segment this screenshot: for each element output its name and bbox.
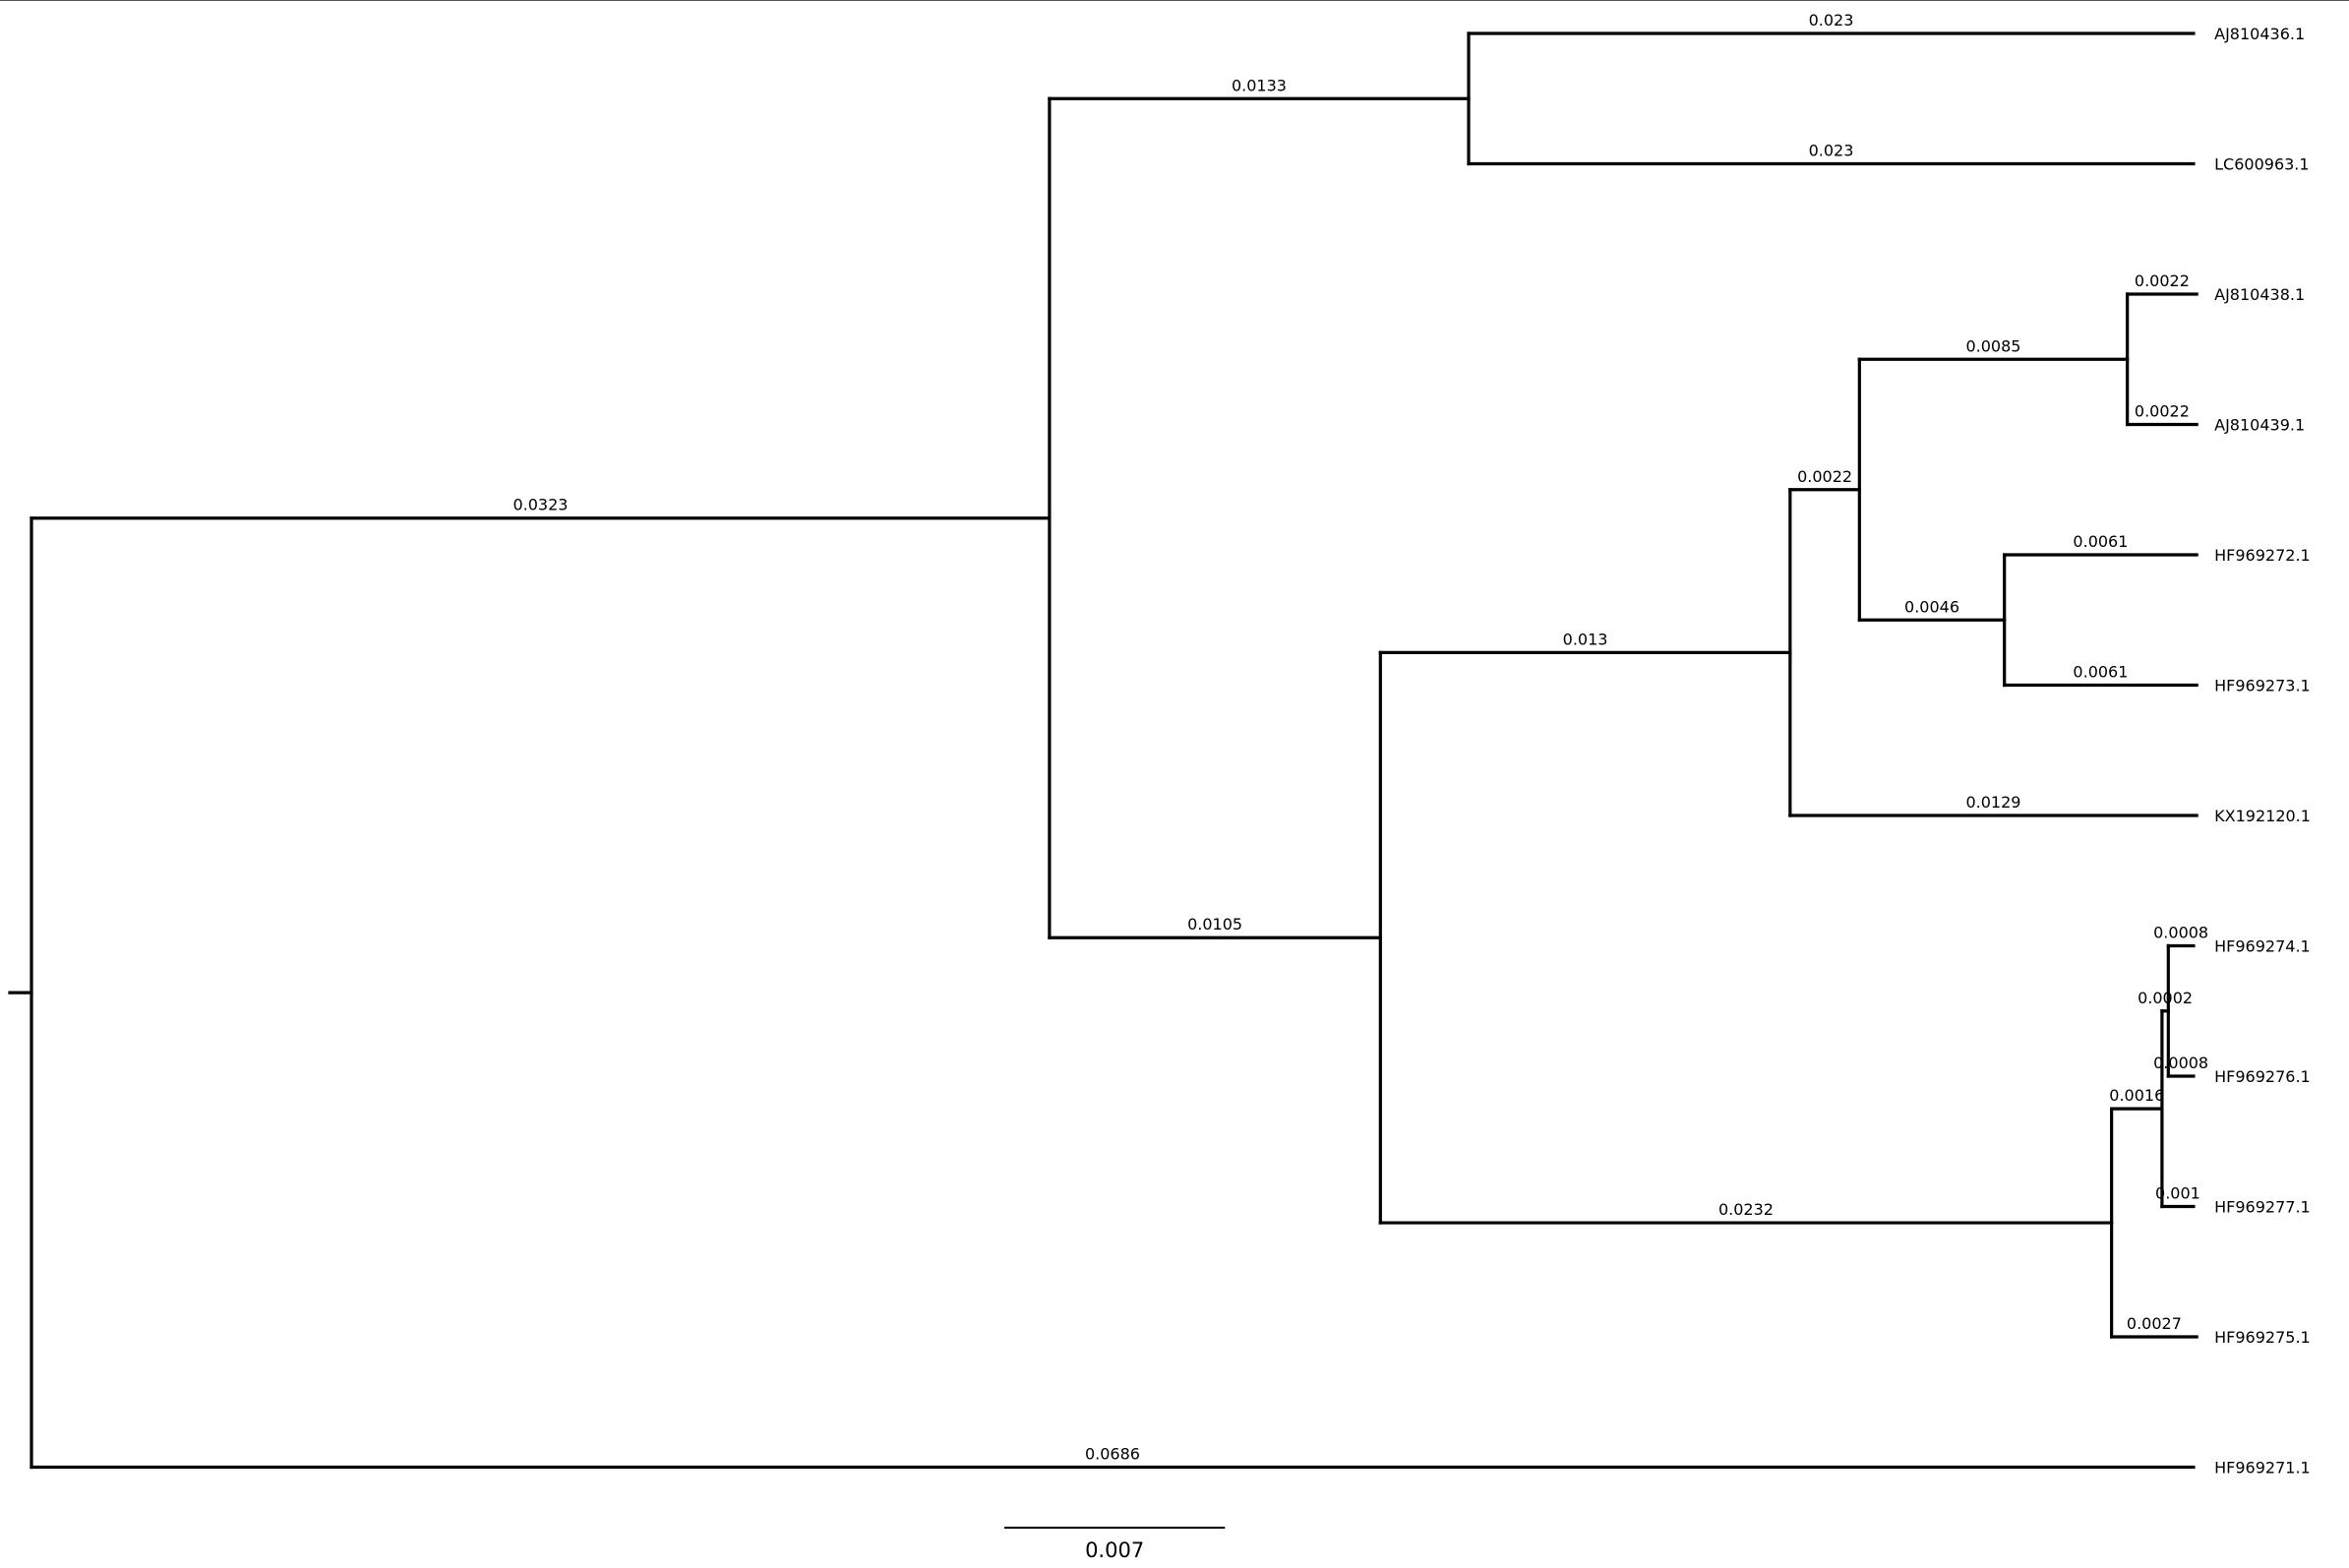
branch-length-label: 0.0022 [2135,402,2190,421]
branch-length-label: 0.0046 [1904,597,1959,616]
leaf-label: HF969275.1 [2214,1328,2311,1347]
leaf-label: LC600963.1 [2214,155,2309,174]
branch-length-label: 0.0008 [2153,924,2208,942]
branch-length-label: 0.0016 [2109,1086,2164,1105]
branch-length-label: 0.0061 [2073,532,2128,551]
branch-length-label: 0.0105 [1187,915,1242,934]
leaf-label: HF969273.1 [2214,677,2311,695]
branch-length-label: 0.0022 [1797,467,1852,486]
branch-length-label: 0.0027 [2127,1314,2182,1333]
branch-length-label: 0.0085 [1965,336,2020,355]
leaf-label: HF969276.1 [2214,1067,2311,1086]
leaf-label: HF969271.1 [2214,1459,2311,1478]
branch-length-label: 0.0061 [2073,663,2128,682]
branch-length-label: 0.0002 [2138,989,2193,1007]
branch-length-label: 0.0323 [512,496,568,514]
tree-branches [8,31,2198,1470]
leaf-label: AJ810439.1 [2214,416,2305,435]
leaf-label: AJ810436.1 [2214,25,2305,43]
leaf-label: HF969277.1 [2214,1198,2311,1217]
branch-length-label: 0.0133 [1232,76,1287,94]
branch-length-label: 0.0008 [2153,1054,2208,1072]
scale-bar-label: 0.007 [1085,1538,1144,1562]
leaf-label: AJ810438.1 [2214,285,2305,304]
leaf-label: HF969272.1 [2214,546,2311,565]
branch-length-label: 0.023 [1809,11,1854,30]
branch-length-label: 0.0129 [1965,793,2020,812]
branch-length-label: 0.0232 [1718,1200,1774,1219]
leaf-label: KX192120.1 [2214,807,2311,825]
branch-length-label: 0.001 [2155,1184,2200,1203]
branch-length-label: 0.013 [1563,630,1608,648]
branch-length-label: 0.0022 [2135,271,2190,290]
scale-bar: 0.007 [1004,1527,1226,1562]
branch-length-label: 0.023 [1809,142,1854,160]
leaf-labels: AJ810436.1LC600963.1AJ810438.1AJ810439.1… [2214,25,2311,1478]
branch-length-labels: 0.0323 0.0133 0.023 0.023 0.0105 0.013 0.0022 0… [512,11,2208,1464]
top-border-line [0,0,2349,1]
leaf-label: HF969274.1 [2214,937,2311,956]
branch-length-label: 0.0686 [1085,1445,1140,1464]
